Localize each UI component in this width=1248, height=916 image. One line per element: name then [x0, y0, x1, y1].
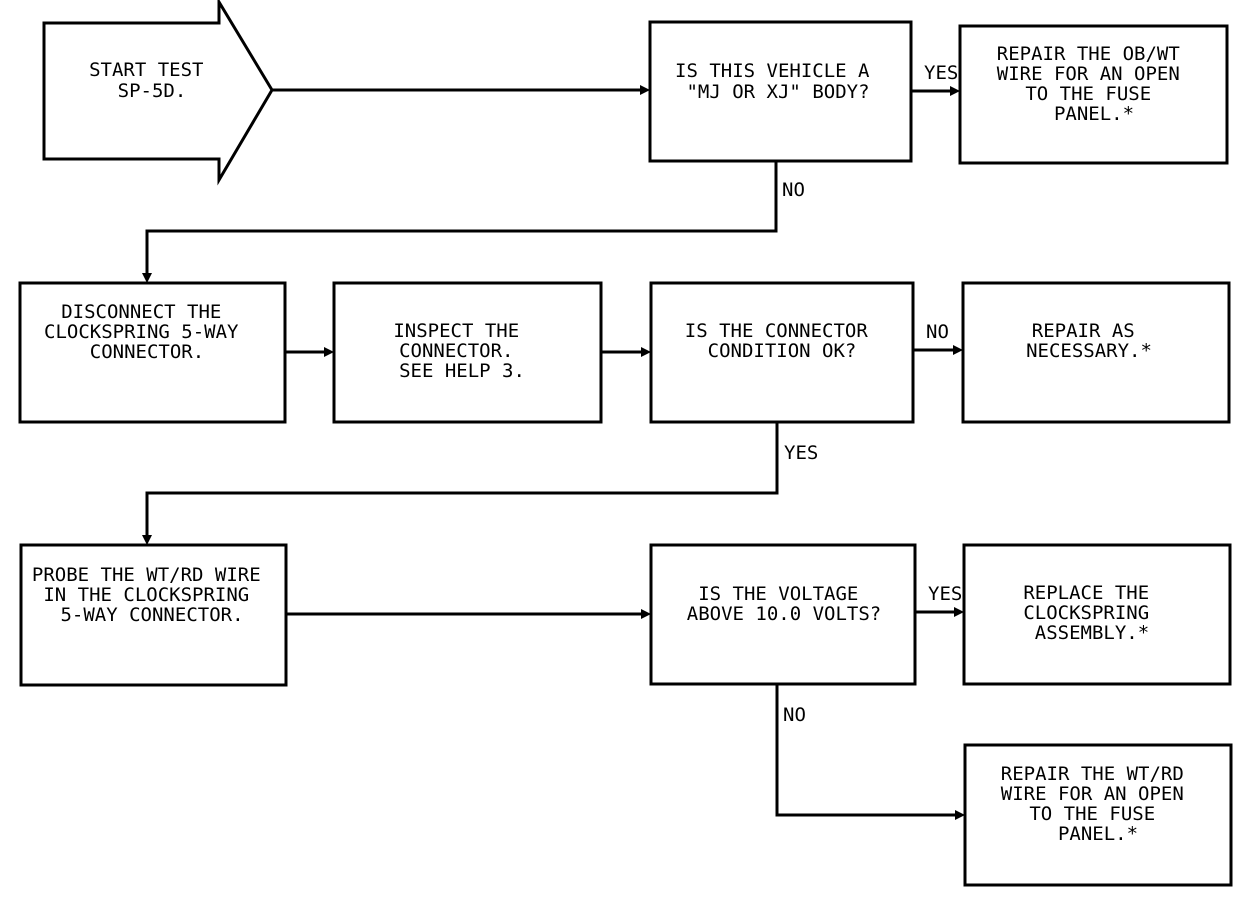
q-voltage-label: IS THE VOLTAGE ABOVE 10.0 VOLTS?: [687, 583, 881, 625]
replace-label-line: CLOCKSPRING: [1023, 602, 1149, 624]
arrowhead-probe: [142, 535, 152, 545]
q-connector-label-line: CONDITION OK?: [708, 340, 857, 362]
q-body-label-line: "MJ OR XJ" BODY?: [686, 81, 869, 103]
edge-q-connector-yes: [145, 422, 779, 537]
repair-wt-label: REPAIR THE WT/RD WIRE FOR AN OPEN TO THE…: [1001, 763, 1195, 845]
disconnect-label-line: DISCONNECT THE: [61, 301, 221, 323]
probe-label-line: PROBE THE WT/RD WIRE: [32, 564, 261, 586]
replace-label-line: REPLACE THE: [1023, 582, 1149, 604]
repair-wt-label-line: WIRE FOR AN OPEN: [1001, 783, 1184, 805]
q-voltage-box: [649, 543, 917, 686]
repair-nec-box: [961, 281, 1231, 424]
shapes: [18, 0, 1233, 887]
q-connector-box: [649, 281, 915, 424]
repair-wt-label-line: REPAIR THE WT/RD: [1001, 763, 1184, 785]
q-body-box: [648, 20, 913, 163]
arrowhead-disconnect: [142, 273, 152, 283]
repair-ob-label-line: TO THE FUSE: [1025, 83, 1151, 105]
arrowhead-replace: [954, 607, 964, 617]
replace-box: [962, 543, 1232, 686]
replace-label: REPLACE THE CLOCKSPRING ASSEMBLY.*: [1023, 582, 1160, 644]
probe-label-line: IN THE CLOCKSPRING: [43, 584, 249, 606]
q-voltage-label-line: ABOVE 10.0 VOLTS?: [687, 603, 881, 625]
probe-label-line: 5-WAY CONNECTOR.: [60, 604, 243, 626]
repair-wt-box: [963, 743, 1233, 887]
start-label-line: START TEST: [89, 59, 203, 81]
arrowhead-q-voltage: [641, 609, 651, 619]
repair-wt-label-line: PANEL.*: [1058, 823, 1138, 845]
repair-ob-label-line: REPAIR THE OB/WT: [997, 43, 1180, 65]
disconnect-box: [18, 281, 287, 424]
start-label-line: SP-5D.: [118, 80, 187, 102]
edge-label-q-connector-yes: YES: [784, 442, 818, 464]
edge-q-voltage-no: [775, 684, 957, 817]
inspect-label-line: CONNECTOR.: [399, 340, 513, 362]
edge-label-q-body-no: NO: [782, 179, 805, 201]
q-connector-label-line: IS THE CONNECTOR: [685, 320, 869, 342]
start-arrow-shape: [42, 0, 274, 186]
edge-label-q-body-yes: YES: [924, 62, 958, 84]
arrowhead-q-body: [640, 85, 650, 95]
start-label: START TEST SP-5D.: [89, 59, 215, 102]
node-labels: START TEST SP-5D. IS THIS VEHICLE A "MJ …: [32, 43, 1195, 845]
edge-q-body-no: [145, 161, 778, 275]
disconnect-label: DISCONNECT THE CLOCKSPRING 5-WAY CONNECT…: [44, 301, 250, 363]
arrowhead-inspect: [324, 347, 334, 357]
repair-nec-label-line: NECESSARY.*: [1026, 340, 1152, 362]
repair-wt-label-line: TO THE FUSE: [1029, 803, 1155, 825]
q-body-label: IS THIS VEHICLE A "MJ OR XJ" BODY?: [675, 60, 881, 103]
edge-label-q-connector-no: NO: [926, 321, 949, 343]
probe-box: [19, 543, 288, 687]
arrowhead-repair-wt: [955, 810, 965, 820]
edge-labels: YES NO NO YES YES NO: [782, 62, 962, 726]
repair-nec-label: REPAIR AS NECESSARY.*: [1026, 320, 1152, 362]
repair-ob-label-line: PANEL.*: [1054, 103, 1134, 125]
edge-label-q-voltage-yes: YES: [928, 583, 962, 605]
inspect-box: [332, 281, 603, 424]
probe-label: PROBE THE WT/RD WIRE IN THE CLOCKSPRING …: [32, 564, 272, 626]
q-body-label-line: IS THIS VEHICLE A: [675, 60, 870, 82]
replace-label-line: ASSEMBLY.*: [1035, 622, 1149, 644]
repair-nec-label-line: REPAIR AS: [1032, 320, 1135, 342]
arrowhead-repair-nec: [953, 345, 963, 355]
repair-ob-label-line: WIRE FOR AN OPEN: [997, 63, 1180, 85]
inspect-label: INSPECT THE CONNECTOR. SEE HELP 3.: [393, 320, 530, 382]
arrowhead-repair-ob: [950, 86, 960, 96]
edge-label-q-voltage-no: NO: [783, 704, 806, 726]
arrowhead-q-connector: [641, 347, 651, 357]
repair-ob-label: REPAIR THE OB/WT WIRE FOR AN OPEN TO THE…: [997, 43, 1191, 125]
disconnect-label-line: CONNECTOR.: [90, 341, 204, 363]
q-voltage-label-line: IS THE VOLTAGE: [698, 583, 858, 605]
disconnect-label-line: CLOCKSPRING 5-WAY: [44, 321, 239, 343]
q-connector-label: IS THE CONNECTOR CONDITION OK?: [685, 320, 879, 362]
repair-ob-box: [958, 24, 1229, 165]
connectors: [142, 85, 965, 820]
inspect-label-line: INSPECT THE: [393, 320, 519, 342]
inspect-label-line: SEE HELP 3.: [399, 360, 525, 382]
